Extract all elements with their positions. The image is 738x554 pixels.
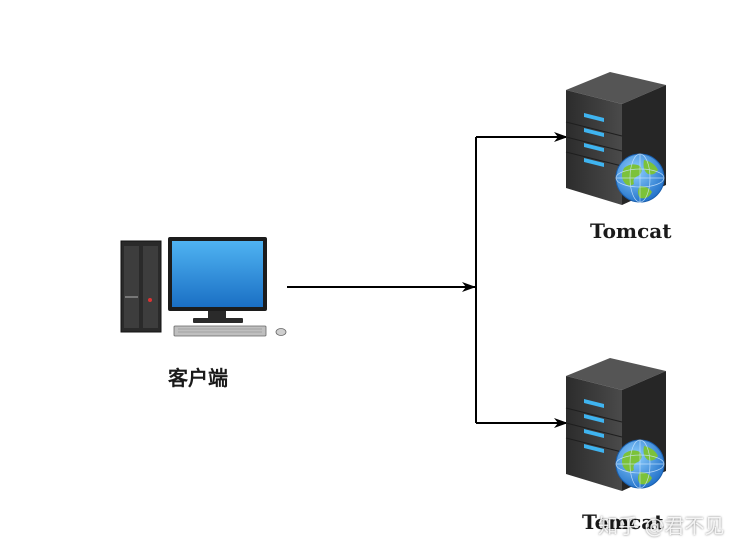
server-1-label: Tomcat <box>590 219 672 243</box>
client-computer-icon <box>120 237 287 337</box>
watermark: 知乎 @君不见 <box>598 514 725 538</box>
globe-icon <box>615 153 665 203</box>
connector-lines <box>287 132 568 428</box>
tomcat-server-2-icon <box>565 358 666 491</box>
globe-icon <box>615 439 665 489</box>
server-2-label: Tomcat <box>582 510 664 534</box>
client-label: 客户端 <box>168 366 228 390</box>
tomcat-server-1-icon <box>565 72 666 205</box>
